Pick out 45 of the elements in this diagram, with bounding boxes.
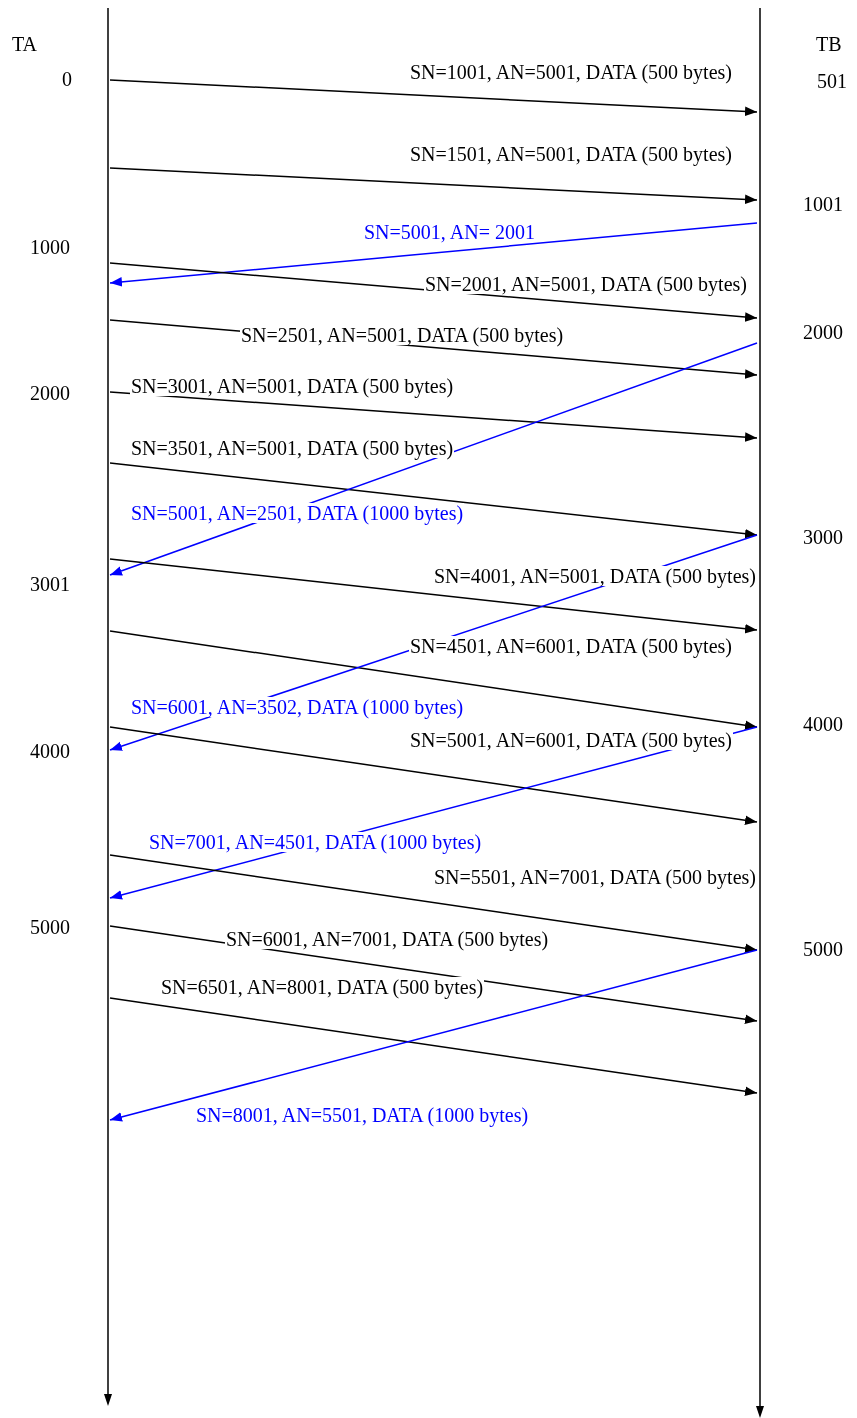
time-label: 3000 bbox=[803, 527, 843, 547]
edge-label: SN=6001, AN=7001, DATA (500 bytes) bbox=[225, 929, 550, 949]
message-arrow bbox=[109, 726, 758, 825]
message-arrow bbox=[109, 167, 758, 205]
edge-label: SN=2001, AN=5001, DATA (500 bytes) bbox=[423, 274, 748, 294]
message-arrow bbox=[109, 558, 758, 634]
edge-label: SN=4001, AN=5001, DATA (500 bytes) bbox=[432, 566, 757, 586]
message-arrow bbox=[109, 854, 758, 953]
time-label: 501 bbox=[817, 71, 847, 91]
edge-label: SN=8001, AN=5501, DATA (1000 bytes) bbox=[195, 1105, 530, 1125]
edge-label: SN=4501, AN=6001, DATA (500 bytes) bbox=[408, 636, 733, 656]
message-arrow bbox=[109, 949, 758, 1122]
edge-label: SN=6501, AN=8001, DATA (500 bytes) bbox=[160, 977, 485, 997]
time-label: 2000 bbox=[803, 322, 843, 342]
lifeline-title: TA bbox=[12, 34, 38, 54]
time-label: 5000 bbox=[30, 917, 70, 937]
edge-label: SN=5001, AN=6001, DATA (500 bytes) bbox=[408, 730, 733, 750]
time-label: 1000 bbox=[30, 237, 70, 257]
message-arrow bbox=[109, 997, 758, 1096]
time-label: 2000 bbox=[30, 383, 70, 403]
edge-label: SN=6001, AN=3502, DATA (1000 bytes) bbox=[130, 697, 465, 717]
message-arrow bbox=[109, 391, 758, 442]
edge-label: SN=5001, AN=2501, DATA (1000 bytes) bbox=[130, 503, 465, 523]
time-label: 3001 bbox=[30, 574, 70, 594]
message-arrow bbox=[109, 630, 758, 730]
message-arrow bbox=[109, 222, 758, 287]
message-arrow bbox=[109, 262, 758, 322]
message-arrow bbox=[109, 925, 758, 1024]
message-arrow bbox=[109, 342, 758, 576]
edge-label: SN=5501, AN=7001, DATA (500 bytes) bbox=[432, 867, 757, 887]
edge-label: SN=3501, AN=5001, DATA (500 bytes) bbox=[130, 438, 455, 458]
lifeline-title: TB bbox=[816, 34, 842, 54]
edge-label: SN=7001, AN=4501, DATA (1000 bytes) bbox=[148, 832, 483, 852]
message-arrow bbox=[109, 462, 758, 539]
message-arrow bbox=[109, 79, 758, 117]
time-label: 0 bbox=[62, 69, 72, 89]
time-label: 4000 bbox=[30, 741, 70, 761]
time-label: 5000 bbox=[803, 939, 843, 959]
edge-label: SN=1501, AN=5001, DATA (500 bytes) bbox=[408, 144, 733, 164]
edge-label: SN=1001, AN=5001, DATA (500 bytes) bbox=[408, 62, 733, 82]
edge-label: SN=3001, AN=5001, DATA (500 bytes) bbox=[130, 376, 455, 396]
edge-label: SN=5001, AN= 2001 bbox=[363, 222, 536, 242]
edge-label: SN=2501, AN=5001, DATA (500 bytes) bbox=[240, 325, 565, 345]
time-label: 1001 bbox=[803, 194, 843, 214]
time-label: 4000 bbox=[803, 714, 843, 734]
